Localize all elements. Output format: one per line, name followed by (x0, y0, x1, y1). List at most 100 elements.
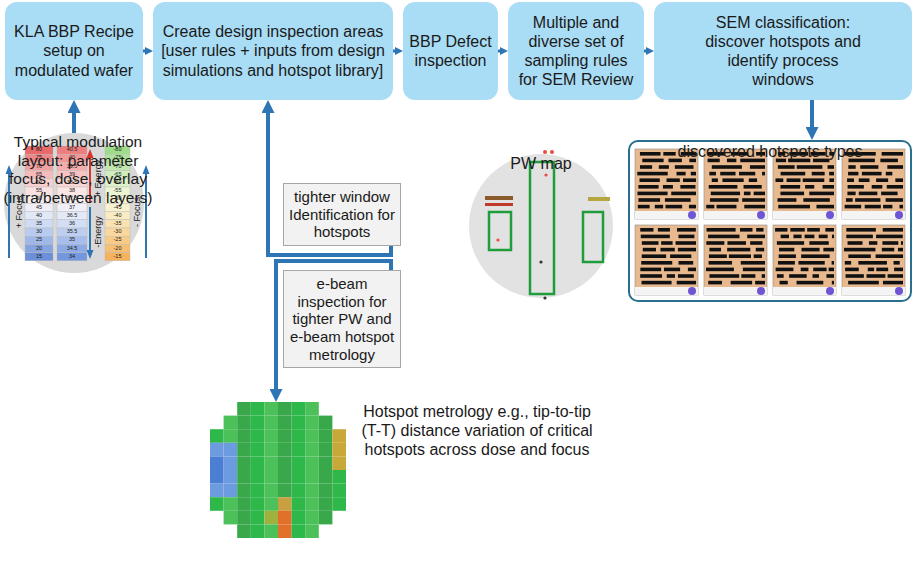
modulation-cell (57, 244, 87, 252)
pattern-line (749, 178, 757, 182)
die-dot (550, 150, 554, 154)
parameter-value: 75 (36, 156, 42, 162)
class-marker (826, 287, 834, 295)
pattern-line (707, 228, 736, 232)
pattern-line (708, 235, 739, 239)
heatmap-cell (332, 429, 346, 443)
pattern-line (887, 165, 903, 169)
wafer-disc (469, 154, 613, 298)
heatmap-cell (319, 416, 333, 430)
pattern-line (677, 172, 686, 176)
window-bar (485, 196, 513, 200)
pattern-line (638, 185, 658, 189)
hotspot-panel: discovered hotspots types (628, 140, 912, 302)
pattern-line (868, 268, 874, 272)
parameter-value: -60 (114, 180, 122, 186)
pattern-line (680, 185, 695, 189)
process-box: SEM classification: discover hotspots an… (654, 2, 912, 100)
heatmap-cell (224, 429, 238, 443)
pattern-line (866, 274, 885, 278)
heatmap-cell (305, 456, 319, 470)
pattern-line (722, 178, 743, 182)
pattern-line (665, 205, 682, 209)
window-bar (485, 203, 513, 206)
modulation-wafer: Typical modulation layout: parameter foc… (4, 133, 144, 273)
pattern-line (819, 235, 828, 239)
pattern-line (747, 235, 765, 239)
modulation-cell (57, 228, 87, 236)
pattern-line (706, 241, 724, 245)
parameter-value: 70 (36, 164, 42, 170)
pattern-line (899, 205, 903, 209)
pattern-line (641, 235, 670, 239)
pattern-line (848, 185, 864, 189)
pattern-line (779, 248, 794, 252)
heatmap-cell (264, 402, 278, 416)
modulation-cell (105, 236, 130, 244)
pattern-line (778, 165, 795, 169)
pattern-line (876, 254, 903, 258)
parameter-value: 34.5 (67, 246, 78, 252)
class-marker (757, 211, 765, 219)
image-footer (635, 287, 698, 295)
pattern-line (846, 228, 876, 232)
pattern-line (689, 205, 696, 209)
pattern-line (677, 281, 696, 285)
heatmap-cell (237, 524, 251, 538)
pattern-line (894, 268, 903, 272)
die-dot (543, 296, 546, 299)
heatmap-cell (251, 416, 265, 430)
class-marker (895, 211, 903, 219)
pattern-line (640, 268, 661, 272)
heatmap-cell (305, 470, 319, 484)
pattern-line (716, 205, 736, 209)
modulation-cell (57, 212, 87, 220)
pw-map-art (469, 150, 613, 300)
parameter-value: 40 (69, 156, 75, 162)
pattern-line (642, 159, 663, 163)
modulation-cell (105, 253, 130, 261)
heatmap-cell (264, 497, 278, 511)
pattern-line (777, 241, 804, 245)
pattern-line (865, 205, 881, 209)
heatmap-cell (278, 511, 292, 525)
heatmap-cell (278, 470, 292, 484)
modulation-cell (57, 236, 87, 244)
pattern-line (641, 261, 672, 265)
energy-down-arrowhead (87, 250, 94, 259)
heatmap-cell (237, 443, 251, 457)
pattern-line (858, 261, 887, 265)
parameter-value: 35 (69, 238, 75, 244)
pattern-line (787, 178, 801, 182)
node-caption: Typical modulation layout: parameter foc… (2, 133, 154, 207)
heatmap-cell (224, 416, 238, 430)
heatmap-cell (251, 470, 265, 484)
pattern-line (643, 248, 656, 252)
parameter-value: 35 (36, 221, 42, 227)
heatmap-cell (224, 456, 238, 470)
heatmap-cell (292, 456, 306, 470)
heatmap-cell (237, 402, 251, 416)
parameter-value: 50 (36, 197, 42, 203)
pattern-line (802, 248, 820, 252)
pattern-line (742, 198, 765, 202)
pattern-line (667, 274, 675, 278)
pattern-line (661, 241, 672, 245)
heatmap-cell (251, 484, 265, 498)
heatmap-cell (278, 402, 292, 416)
pattern-line (660, 248, 674, 252)
pattern-line (688, 268, 696, 272)
pattern-line (727, 241, 746, 245)
pattern-line (659, 165, 669, 169)
pattern-line (711, 192, 740, 196)
node-label: SEM classification: discover hotspots an… (698, 13, 868, 90)
pattern-line (709, 248, 721, 252)
modulation-cell (105, 228, 130, 236)
flow-arrow (72, 113, 76, 133)
image-footer (635, 211, 698, 219)
pattern-line (848, 172, 858, 176)
pattern-line (848, 254, 870, 258)
pattern-line (846, 198, 853, 202)
heatmap-cell (319, 511, 333, 525)
hotspot-thumbnails (635, 149, 905, 295)
